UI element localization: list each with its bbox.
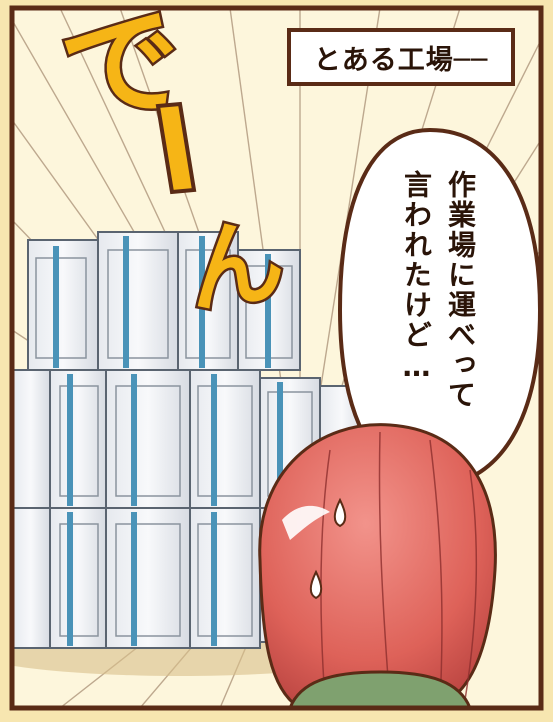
sfx-n: ん bbox=[177, 201, 293, 330]
speech-line-2: 言われたけど… bbox=[400, 170, 433, 385]
character-collar bbox=[288, 670, 472, 708]
crate-straps bbox=[53, 236, 283, 646]
sweat-drop-icon bbox=[309, 569, 323, 600]
sfx-long-bar bbox=[155, 101, 197, 195]
caption-box: とある工場── bbox=[287, 28, 515, 86]
panel-frame bbox=[9, 5, 544, 711]
hair-strands bbox=[320, 431, 478, 706]
speech-line-1: 作業場に運べって bbox=[444, 170, 477, 410]
speech-text: 作業場に運べって 言われたけど… bbox=[392, 170, 482, 480]
caption-text: とある工場── bbox=[313, 44, 489, 76]
sweat-drop-icon bbox=[333, 497, 347, 528]
hair-highlight bbox=[282, 505, 330, 540]
